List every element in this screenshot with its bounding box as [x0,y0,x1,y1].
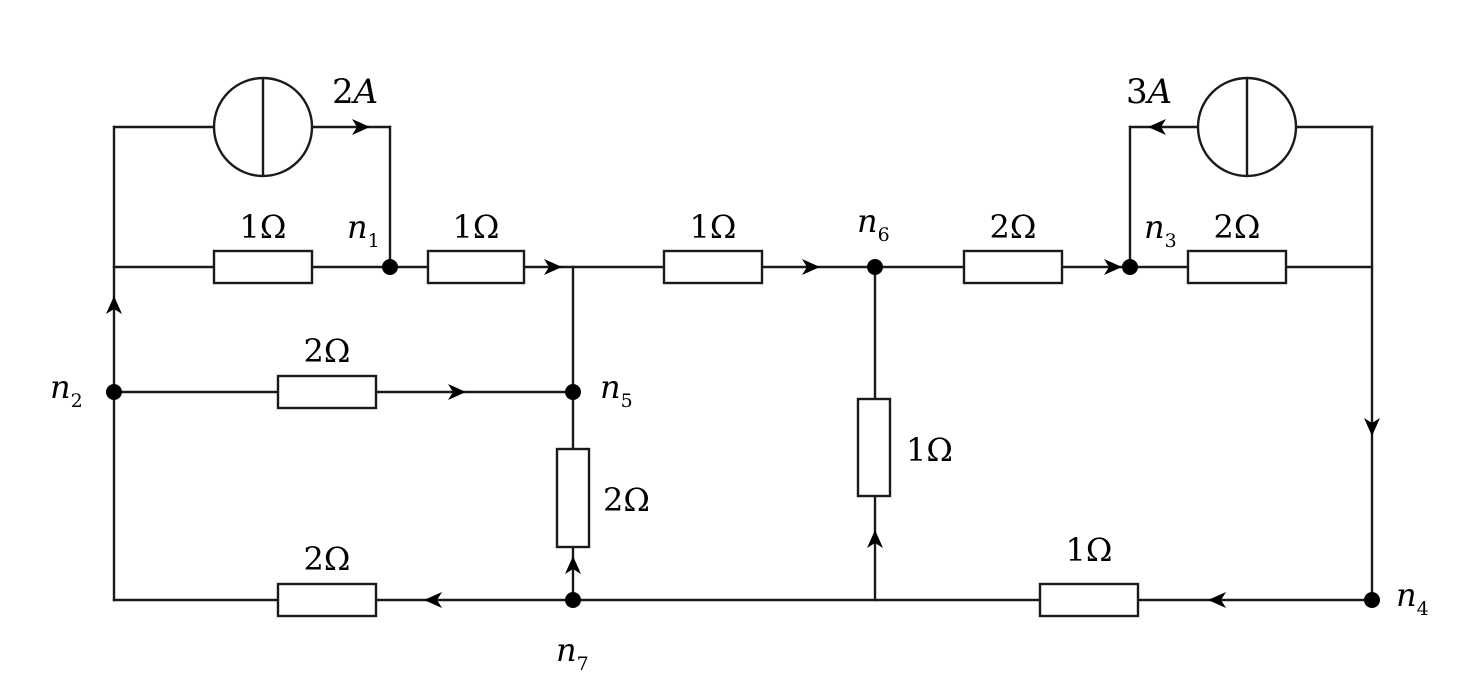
source-value: 2 [332,72,354,112]
resistor-label: 1Ω [1066,531,1113,569]
resistor-n1-mid [426,249,526,285]
arrow-right-icon [352,119,370,135]
node-dot-n5 [565,384,581,400]
resistor-label: 1Ω [690,208,737,246]
node-subscript: 4 [1417,598,1429,620]
node-subscript: 3 [1165,230,1177,252]
node-letter: n [857,202,878,240]
resistor-labels: 1Ω 1Ω 1Ω 2Ω 2Ω 2Ω 2Ω 1Ω 2Ω 1Ω [240,208,1261,578]
resistor-n4-bottom [1038,582,1140,618]
source-value: 3 [1126,72,1148,112]
node-label-n1: n1 [347,208,380,252]
source-label-left: 2A [332,72,378,112]
arrow-left-icon [424,592,442,608]
resistors [212,249,1288,618]
node-label-n6: n6 [857,202,890,246]
resistor-n5-n7 [555,447,591,549]
arrow-right-icon [802,259,820,275]
node-dot-n3 [1122,259,1138,275]
node-label-n2: n2 [50,368,83,412]
node-letter: n [50,368,71,406]
resistor-label: 1Ω [906,431,953,469]
arrow-left-icon [1148,119,1166,135]
resistor-n3-right [1186,249,1288,285]
node-subscript: 1 [368,230,380,252]
resistor-n2-n1 [212,249,314,285]
resistor-n2-n5 [276,374,378,410]
resistor-n6-bottom [856,397,892,498]
resistor-label: 2Ω [603,481,650,519]
node-letter: n [347,208,368,246]
resistor-mid-n6 [662,249,764,285]
current-source-left [212,76,314,178]
node-label-n7: n7 [556,631,589,675]
node-labels: n1 n2 n3 n4 n5 n6 n7 [50,202,1429,675]
arrow-down-icon [1364,418,1380,436]
resistor-label: 2Ω [304,332,351,370]
node-dot-n6 [867,259,883,275]
node-letter: n [600,368,621,406]
arrows [106,119,1380,608]
source-label-right: 3A [1126,72,1172,112]
resistor-label: 2Ω [1214,208,1261,246]
node-dot-n7 [565,592,581,608]
source-unit: A [351,72,379,112]
node-subscript: 6 [878,224,890,246]
current-source-right [1196,76,1298,178]
arrow-right-icon [448,384,466,400]
node-dots [106,259,1380,608]
node-dot-n1 [382,259,398,275]
arrow-up-icon [867,530,883,548]
node-subscript: 2 [71,390,83,412]
arrow-right-icon [1104,259,1122,275]
node-letter: n [1396,576,1417,614]
node-letter: n [1144,208,1165,246]
resistor-label: 2Ω [990,208,1037,246]
node-label-n3: n3 [1144,208,1177,252]
node-dot-n4 [1364,592,1380,608]
resistor-label: 1Ω [453,208,500,246]
node-subscript: 5 [621,390,633,412]
arrow-up-icon [565,556,581,574]
node-letter: n [556,631,577,669]
node-label-n4: n4 [1396,576,1429,620]
resistor-n7-n2 [276,582,378,618]
resistor-label: 1Ω [240,208,287,246]
node-label-n5: n5 [600,368,633,412]
wires [112,125,1374,602]
arrow-left-icon [1208,592,1226,608]
resistor-n6-n3 [962,249,1064,285]
arrow-up-icon [106,296,122,314]
node-subscript: 7 [577,653,589,675]
resistor-label: 2Ω [304,540,351,578]
node-dot-n2 [106,384,122,400]
source-unit: A [1145,72,1173,112]
arrow-right-icon [544,259,562,275]
